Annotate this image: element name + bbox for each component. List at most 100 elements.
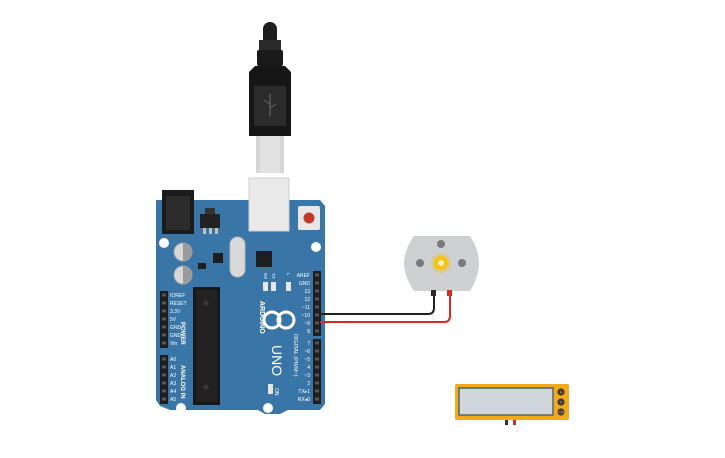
signal-wire[interactable] bbox=[320, 294, 451, 323]
multimeter-terminal-label: V bbox=[560, 400, 563, 405]
pin-label-a4: A4 bbox=[170, 389, 176, 395]
pin-socket-tx-1[interactable] bbox=[315, 389, 319, 393]
led-label-rx: RX bbox=[263, 273, 268, 279]
digital-header-title: DIGITAL (PWM~) bbox=[292, 334, 298, 377]
probe-tips[interactable] bbox=[505, 420, 516, 425]
pin-socket-a1[interactable] bbox=[162, 365, 166, 369]
pin-label-a1: A1 bbox=[170, 365, 176, 371]
usb-icon bbox=[263, 94, 277, 116]
motor-terminal-red[interactable] bbox=[447, 290, 452, 296]
pin-label-reset: RESET bbox=[170, 301, 187, 307]
multimeter-terminal-label: A bbox=[560, 390, 563, 395]
pin-label-5: ~5 bbox=[304, 357, 310, 363]
power-header[interactable]: IOREF RESET 3.3V 5V GND GND Vin bbox=[160, 291, 187, 348]
pin-socket-a3[interactable] bbox=[162, 381, 166, 385]
pin-socket-ioref[interactable] bbox=[162, 293, 166, 297]
voltage-regulator bbox=[200, 208, 220, 234]
pin-label-3: ~3 bbox=[304, 373, 310, 379]
led-l bbox=[286, 282, 291, 291]
pin-label-tx-1: TX▸1 bbox=[298, 389, 310, 395]
atmega-chip bbox=[193, 287, 220, 405]
pin-label-aref: AREF bbox=[297, 273, 310, 279]
pin-socket-8[interactable] bbox=[315, 329, 319, 333]
motor-terminal-black[interactable] bbox=[431, 290, 436, 296]
pin-label-9: ~9 bbox=[304, 321, 310, 327]
pin-socket-a0[interactable] bbox=[162, 357, 166, 361]
ground-wire[interactable] bbox=[320, 294, 435, 315]
pin-label-13: 13 bbox=[304, 289, 310, 295]
pin-socket-a2[interactable] bbox=[162, 373, 166, 377]
pin-socket-rx-0[interactable] bbox=[315, 397, 319, 401]
pin-label-a3: A3 bbox=[170, 381, 176, 387]
multimeter-terminal-a[interactable] bbox=[557, 388, 565, 396]
mounting-holes bbox=[159, 238, 321, 413]
multimeter-terminal-com[interactable] bbox=[557, 408, 565, 416]
pin-label-a5: A5 bbox=[170, 397, 176, 403]
dc-power-jack bbox=[162, 190, 194, 234]
led-rx bbox=[263, 282, 268, 291]
pin-label-2: 2 bbox=[307, 381, 310, 387]
pin-socket-3[interactable] bbox=[315, 373, 319, 377]
analog-header-title: ANALOG IN bbox=[179, 365, 185, 399]
pin-socket-2[interactable] bbox=[315, 381, 319, 385]
pin-socket-10[interactable] bbox=[315, 313, 319, 317]
pin-socket-12[interactable] bbox=[315, 297, 319, 301]
pin-label-gnd: GND bbox=[170, 325, 182, 331]
pin-label-12: 12 bbox=[304, 297, 310, 303]
small-chips bbox=[198, 251, 272, 269]
multimeter[interactable]: AV COM bbox=[455, 384, 569, 425]
pin-socket-6[interactable] bbox=[315, 349, 319, 353]
pin-socket-7[interactable] bbox=[315, 341, 319, 345]
pin-label-3-3v: 3.3V bbox=[170, 309, 181, 315]
pin-socket-gnd[interactable] bbox=[162, 333, 166, 337]
pin-label-a0: A0 bbox=[170, 357, 176, 363]
pin-label-5v: 5V bbox=[170, 317, 177, 323]
pin-label-6: ~6 bbox=[304, 349, 310, 355]
motor-shaft-gear-icon bbox=[431, 253, 451, 273]
pin-label-rx-0: RX◂0 bbox=[298, 397, 310, 403]
power-on-indicator: ON bbox=[268, 384, 279, 396]
pin-socket-13[interactable] bbox=[315, 289, 319, 293]
pin-socket-5v[interactable] bbox=[162, 317, 166, 321]
pin-socket-vin[interactable] bbox=[162, 341, 166, 345]
multimeter-display bbox=[458, 387, 554, 416]
pin-socket-3-3v[interactable] bbox=[162, 309, 166, 313]
arduino-brand-label: ARDUINO bbox=[258, 301, 265, 334]
pin-socket-11[interactable] bbox=[315, 305, 319, 309]
usb-b-port bbox=[248, 177, 290, 232]
pin-label-gnd: GND bbox=[299, 281, 311, 287]
reset-button[interactable] bbox=[298, 206, 320, 230]
pin-socket-aref[interactable] bbox=[315, 273, 319, 277]
multimeter-terminal-label: COM bbox=[556, 410, 565, 415]
dc-motor[interactable] bbox=[404, 236, 479, 296]
pin-socket-a4[interactable] bbox=[162, 389, 166, 393]
pin-socket-4[interactable] bbox=[315, 365, 319, 369]
multimeter-terminal-v[interactable] bbox=[557, 398, 565, 406]
board-model-label: UNO bbox=[269, 345, 285, 376]
pin-label-a2: A2 bbox=[170, 373, 176, 379]
capacitors bbox=[173, 242, 193, 285]
power-header-title: POWER bbox=[179, 322, 185, 345]
pin-socket-gnd[interactable] bbox=[162, 325, 166, 329]
pin-socket-9[interactable] bbox=[315, 321, 319, 325]
led-label-tx: TX bbox=[271, 273, 276, 279]
pin-label-8: 8 bbox=[307, 329, 310, 335]
pin-socket-a5[interactable] bbox=[162, 397, 166, 401]
usb-cable[interactable] bbox=[249, 22, 291, 173]
pin-socket-gnd[interactable] bbox=[315, 281, 319, 285]
crystal-oscillator bbox=[229, 236, 246, 278]
pin-label-vin: Vin bbox=[170, 341, 177, 347]
pin-label-gnd: GND bbox=[170, 333, 182, 339]
on-led-label: ON bbox=[273, 388, 279, 396]
arduino-logo-icon bbox=[262, 310, 296, 330]
pin-socket-reset[interactable] bbox=[162, 301, 166, 305]
wires[interactable] bbox=[320, 294, 451, 323]
pin-socket-5[interactable] bbox=[315, 357, 319, 361]
pin-label-ioref: IOREF bbox=[170, 293, 185, 299]
